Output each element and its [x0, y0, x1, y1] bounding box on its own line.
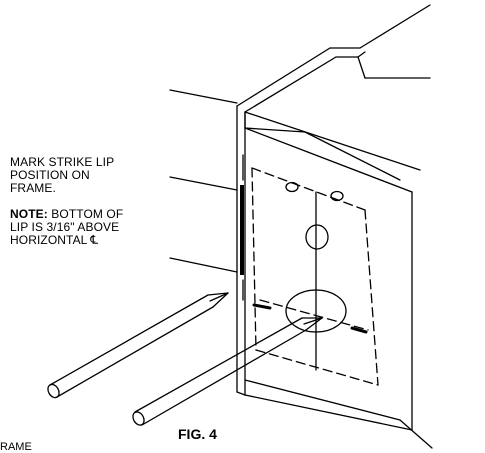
- frame-header: [236, 4, 431, 113]
- mark-strike-lip-line-3: FRAME.: [10, 181, 56, 195]
- note-line-3: HORIZONTAL ℄: [10, 233, 99, 247]
- mark-strike-lip-line-1: MARK STRIKE LIP: [10, 155, 115, 169]
- leader-lines: [169, 176, 238, 273]
- horizontal-centerline-marks: [252, 303, 368, 334]
- note-prefix: NOTE:: [10, 207, 48, 221]
- template-holes: [285, 181, 347, 333]
- door-edge-panel: [244, 111, 433, 449]
- note-line-2: LIP IS 3/16" ABOVE: [10, 220, 120, 234]
- frame-jamb: [169, 89, 246, 396]
- pencil-right: [132, 317, 323, 426]
- strike-lip-mark: [240, 154, 244, 301]
- note-line-1: NOTE: BOTTOM OF: [10, 208, 185, 221]
- template-outline: [251, 167, 379, 386]
- pencil-left: [47, 292, 229, 399]
- mark-strike-lip-line-2: POSITION ON: [10, 168, 90, 182]
- note-line-1-rest: BOTTOM OF: [47, 207, 124, 221]
- mark-strike-lip-label: MARK STRIKE LIP POSITION ON FRAME.: [10, 156, 185, 195]
- bottom-cut-text: RAME: [0, 441, 32, 453]
- note-label: NOTE: BOTTOM OF LIP IS 3/16" ABOVE HORIZ…: [10, 208, 185, 247]
- figure-caption: FIG. 4: [178, 426, 217, 442]
